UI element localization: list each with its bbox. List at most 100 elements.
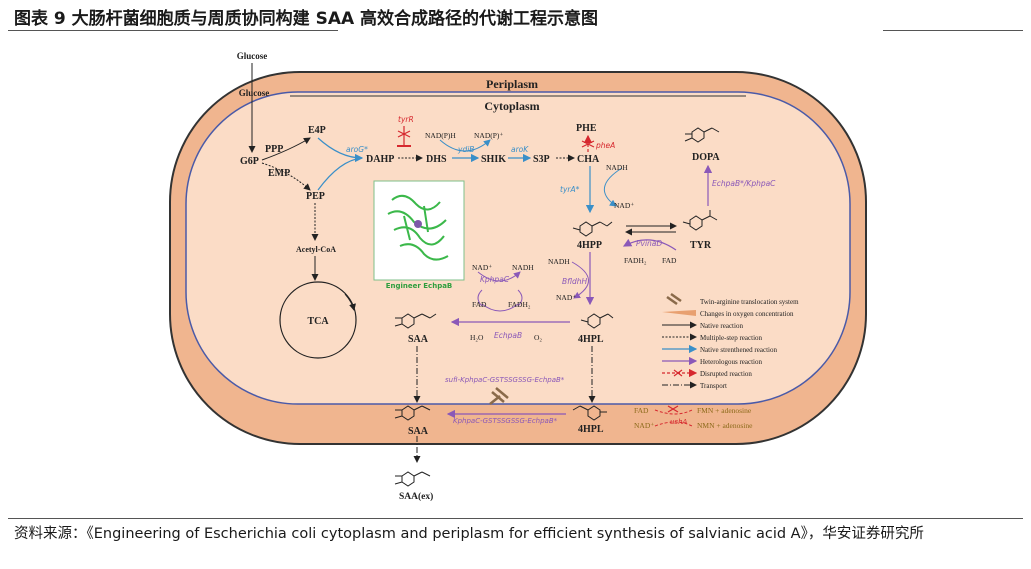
legend-tat-icon xyxy=(666,292,682,306)
legend-label-oxygen: Changes in oxygen concentration xyxy=(700,310,794,318)
ydiB-label: ydiB xyxy=(457,145,474,154)
usha-arrow xyxy=(654,409,693,427)
fad-loop-right xyxy=(517,289,523,307)
nadh-cha-label: NADH xyxy=(606,163,628,172)
fmn-label: FMN + adenosine xyxy=(697,406,752,415)
legend-label-transport: Transport xyxy=(700,382,727,390)
shik-label: SHIK xyxy=(481,154,506,165)
saa-ex-structure xyxy=(394,471,431,487)
nadh-left-label: NADH xyxy=(512,263,534,272)
saa-structure xyxy=(394,313,437,329)
echpab-fad-cycle xyxy=(481,303,519,312)
source-divider xyxy=(8,518,1023,519)
glucose-inside-label: Glucose xyxy=(239,88,270,98)
hpl-structure xyxy=(580,313,614,329)
echpab-protein-structure-icon xyxy=(387,194,449,261)
legend: Twin-arginine translocation system Chang… xyxy=(662,292,799,390)
dopa-label: DOPA xyxy=(692,152,720,163)
fusion-label: KphpaC-GSTSSGSSG-EchpaB* xyxy=(453,417,558,425)
fusion-tat-label: sufI-KphpaC-GSTSSGSSG-EchpaB* xyxy=(445,376,565,384)
legend-label-strengthened: Native strenthened reaction xyxy=(700,346,777,354)
emp-arrow xyxy=(261,162,311,191)
dopa-structure xyxy=(684,127,720,143)
acetyl-coa-label: Acetyl-CoA xyxy=(296,245,336,254)
kphpac-label: KphpaC xyxy=(480,275,510,284)
source-note: 资料来源：《Engineering of Escherichia coli cy… xyxy=(14,526,924,542)
pvinad-label: PvinaD xyxy=(636,239,662,248)
dhs-label: DHS xyxy=(426,154,447,165)
hpl-label: 4HPL xyxy=(578,334,604,345)
ppp-label: PPP xyxy=(265,144,283,155)
pep-label: PEP xyxy=(306,191,325,202)
o2-label: O₂ xyxy=(534,333,542,342)
hpl-peri-structure xyxy=(572,405,607,421)
tyr-label: TYR xyxy=(690,240,712,251)
bifldh-cofactor-arc xyxy=(571,261,589,299)
legend-disrupted-icon xyxy=(673,369,683,377)
nadph-label: NAD(P)H xyxy=(425,131,456,140)
tyrR-knockout-icon xyxy=(397,130,411,138)
legend-label-tat: Twin-arginine translocation system xyxy=(700,298,799,306)
fad-peri-label: FAD xyxy=(634,406,649,415)
echpab-kphpac-label: EchpaB*/KphpaC xyxy=(712,179,776,188)
nad-peri-label: NAD⁺ xyxy=(634,421,654,430)
cytoplasm-region xyxy=(185,91,851,405)
tyrA-cofactor-arc xyxy=(604,167,623,207)
pep-to-dahp-curve xyxy=(317,157,363,191)
saa-ex-label: SAA(ex) xyxy=(399,491,433,502)
e4p-label: E4P xyxy=(308,125,326,136)
legend-label-disrupted: Disrupted reaction xyxy=(700,370,752,378)
ppp-arrow xyxy=(261,137,311,161)
aroG-curve xyxy=(317,137,364,163)
tca-label: TCA xyxy=(307,316,329,327)
fadh2-left-label: FADH₂ xyxy=(508,300,531,309)
tca-cycle-arrow xyxy=(344,293,356,311)
fad-loop-left xyxy=(477,289,483,307)
saa-peri-label: SAA xyxy=(408,426,429,437)
legend-label-native: Native reaction xyxy=(700,322,743,330)
nad-left-label: NAD⁺ xyxy=(472,263,492,272)
hpp-structure xyxy=(572,221,613,237)
echpab-label: EchpaB xyxy=(494,331,522,340)
glucose-outside-label: Glucose xyxy=(237,51,268,61)
title-divider-right xyxy=(883,30,1023,31)
tyrA-label: tyrA* xyxy=(560,185,580,194)
legend-label-heterologous: Heterologous reaction xyxy=(700,358,763,366)
usha-knockout-icon xyxy=(667,405,679,413)
saa-label: SAA xyxy=(408,334,429,345)
kphpac-fad-cycle xyxy=(477,271,521,282)
emp-label: EMP xyxy=(268,168,290,179)
tyrR-label: tyrR xyxy=(398,115,414,124)
periplasm-label: Periplasm xyxy=(486,77,538,91)
pheA-knockout-icon xyxy=(581,140,595,148)
h2o-label: H₂O xyxy=(470,333,484,342)
phe-label: PHE xyxy=(576,123,597,134)
tca-cycle xyxy=(279,281,357,359)
g6p-label: G6P xyxy=(240,156,259,167)
pheA-label: pheA xyxy=(595,141,615,150)
tat-system-icon xyxy=(489,387,509,405)
fad-tyr-label: FAD xyxy=(662,256,677,265)
nmn-label: NMN + adenosine xyxy=(697,421,753,430)
echpab-protein-box xyxy=(373,180,465,281)
nad-hpp-label: NAD⁺ xyxy=(556,293,576,302)
fadh2-tyr-label: FADH₂ xyxy=(624,256,647,265)
aroK-label: aroK xyxy=(511,145,529,154)
s3p-label: S3P xyxy=(533,154,550,165)
legend-label-multistep: Multiple-step reaction xyxy=(700,334,763,342)
aroG-label: aroG* xyxy=(346,145,368,154)
nad-cha-label: NAD⁺ xyxy=(614,201,634,210)
ydiB-cofactor-arc xyxy=(439,139,491,152)
tyr-structure xyxy=(682,210,718,231)
usha-label: ushA xyxy=(670,418,688,426)
figure-title: 图表 9 大肠杆菌细胞质与周质协同构建 SAA 高效合成路径的代谢工程示意图 xyxy=(14,9,599,29)
cytoplasm-label: Cytoplasm xyxy=(484,99,539,113)
dahp-label: DAHP xyxy=(366,154,394,165)
fad-left-label: FAD xyxy=(472,300,487,309)
hpp-label: 4HPP xyxy=(577,240,602,251)
nadh-hpp-label: NADH xyxy=(548,257,570,266)
legend-oxygen-icon xyxy=(662,310,696,316)
bifldh-label: BfldhH xyxy=(562,277,588,286)
saa-peri-structure xyxy=(394,405,431,421)
